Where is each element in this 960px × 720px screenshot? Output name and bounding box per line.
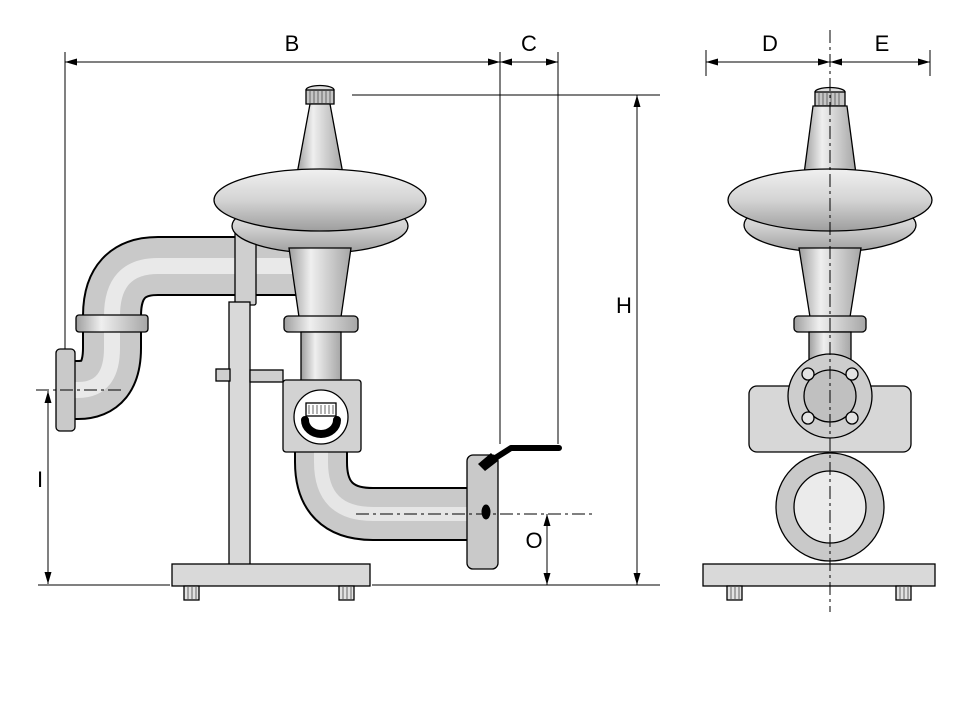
meter-counter-digits [308, 405, 334, 414]
valve-handle [486, 445, 562, 465]
arrow-h-bottom [633, 573, 641, 585]
front-view [36, 84, 592, 601]
arrow-h-top [633, 95, 641, 107]
arrow-c-right [546, 58, 558, 66]
flange-bolt-hole-tl [801, 367, 815, 381]
dimension-label-o: O [525, 528, 542, 553]
body-flange [283, 315, 359, 333]
inlet-mid-flange [75, 314, 149, 333]
dimension-label-h: H [616, 293, 632, 318]
arrow-b-left [65, 58, 77, 66]
arrow-i-bottom [44, 572, 52, 584]
dimension-label-i: I [37, 467, 43, 492]
diaphragm-dome [213, 168, 427, 232]
dimension-label-b: B [285, 31, 300, 56]
base-plate-side [702, 563, 936, 587]
body-tube [300, 331, 342, 383]
dimensions: B C H I O D E [37, 31, 931, 586]
arrow-d-left [706, 58, 718, 66]
side-spring-tower [803, 105, 857, 175]
base-plate-front [171, 563, 371, 587]
outlet-elbow-pipe [294, 446, 472, 541]
bonnet-cone [288, 247, 352, 318]
side-adjuster-cap-knurl [818, 93, 840, 105]
outlet-pipe-highlight [314, 446, 472, 521]
support-post [228, 301, 251, 567]
dimension-label-e: E [875, 31, 890, 56]
side-view [702, 30, 936, 612]
anchor-bolt-threads [187, 587, 352, 599]
flange-bolt-hole-bl [801, 411, 815, 425]
adjuster-cap-knurl [309, 91, 331, 103]
arrow-o-bottom [543, 573, 551, 585]
flange-bolt-hole-tr [845, 367, 859, 381]
dimension-label-c: C [521, 31, 537, 56]
outlet-flange-bolt-hole [481, 504, 491, 520]
arrow-e-left [830, 58, 842, 66]
arrow-c-left [500, 58, 512, 66]
meter-needle-arc [301, 416, 341, 438]
arrow-e-right [918, 58, 930, 66]
regulator-assembly [213, 84, 427, 453]
support-bracket-left [215, 368, 231, 382]
flange-bolt-hole-br [845, 411, 859, 425]
side-anchor-bolt-threads [730, 587, 909, 599]
support-bracket-right [249, 369, 284, 383]
arrow-d-right [818, 58, 830, 66]
arrow-i-top [44, 391, 52, 403]
dimension-label-d: D [762, 31, 778, 56]
arrow-o-top [543, 514, 551, 526]
arrow-b-right [488, 58, 500, 66]
